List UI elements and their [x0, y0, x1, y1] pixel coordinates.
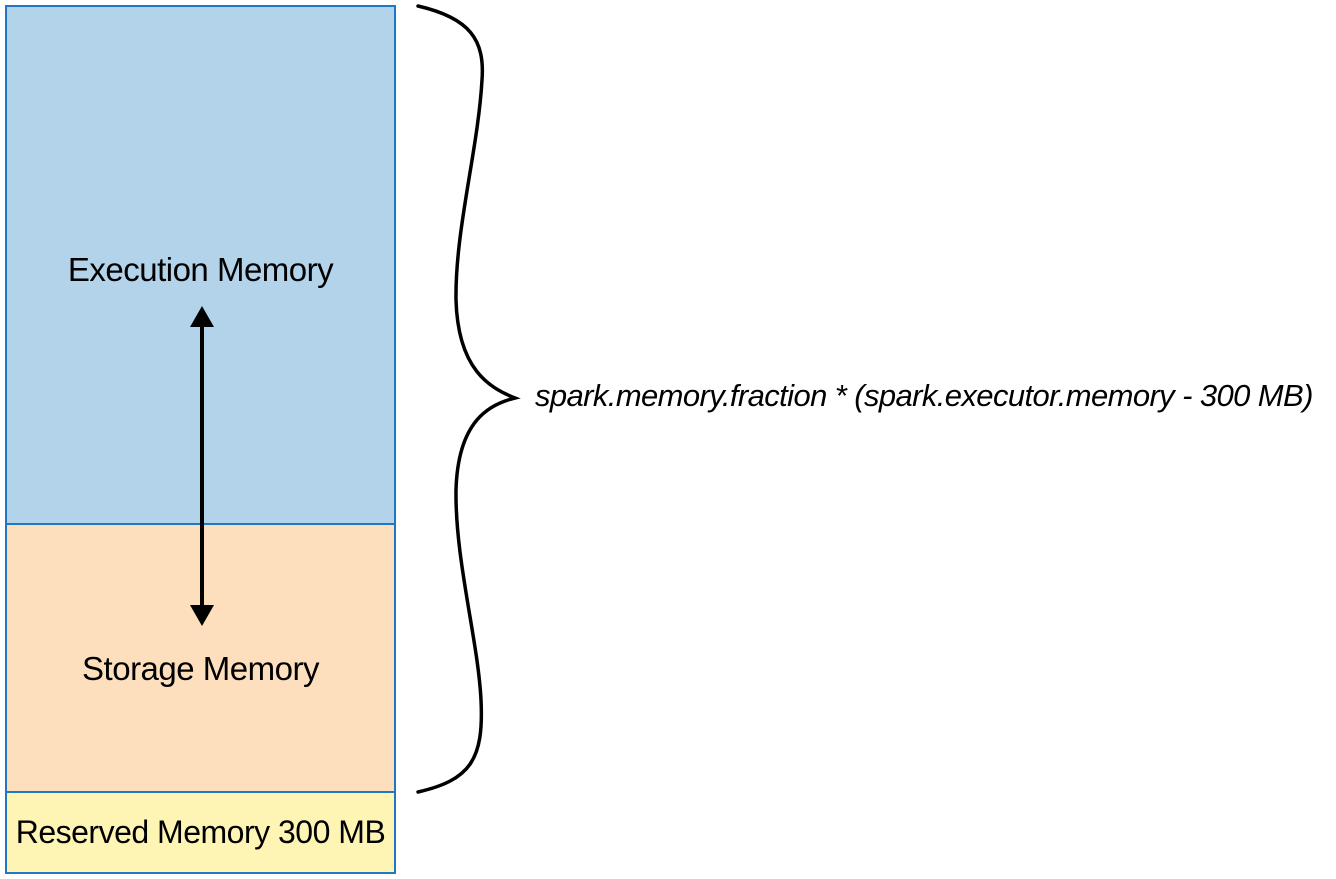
curly-brace-icon — [416, 4, 521, 794]
storage-memory-block: Storage Memory — [5, 523, 396, 794]
memory-fraction-formula: spark.memory.fraction * (spark.executor.… — [535, 378, 1313, 413]
storage-memory-label: Storage Memory — [82, 650, 319, 687]
reserved-memory-block: Reserved Memory 300 MB — [5, 791, 396, 874]
execution-memory-label: Execution Memory — [67, 251, 334, 288]
reserved-memory-label: Reserved Memory 300 MB — [15, 814, 386, 850]
execution-memory-block: Execution Memory — [5, 5, 396, 526]
